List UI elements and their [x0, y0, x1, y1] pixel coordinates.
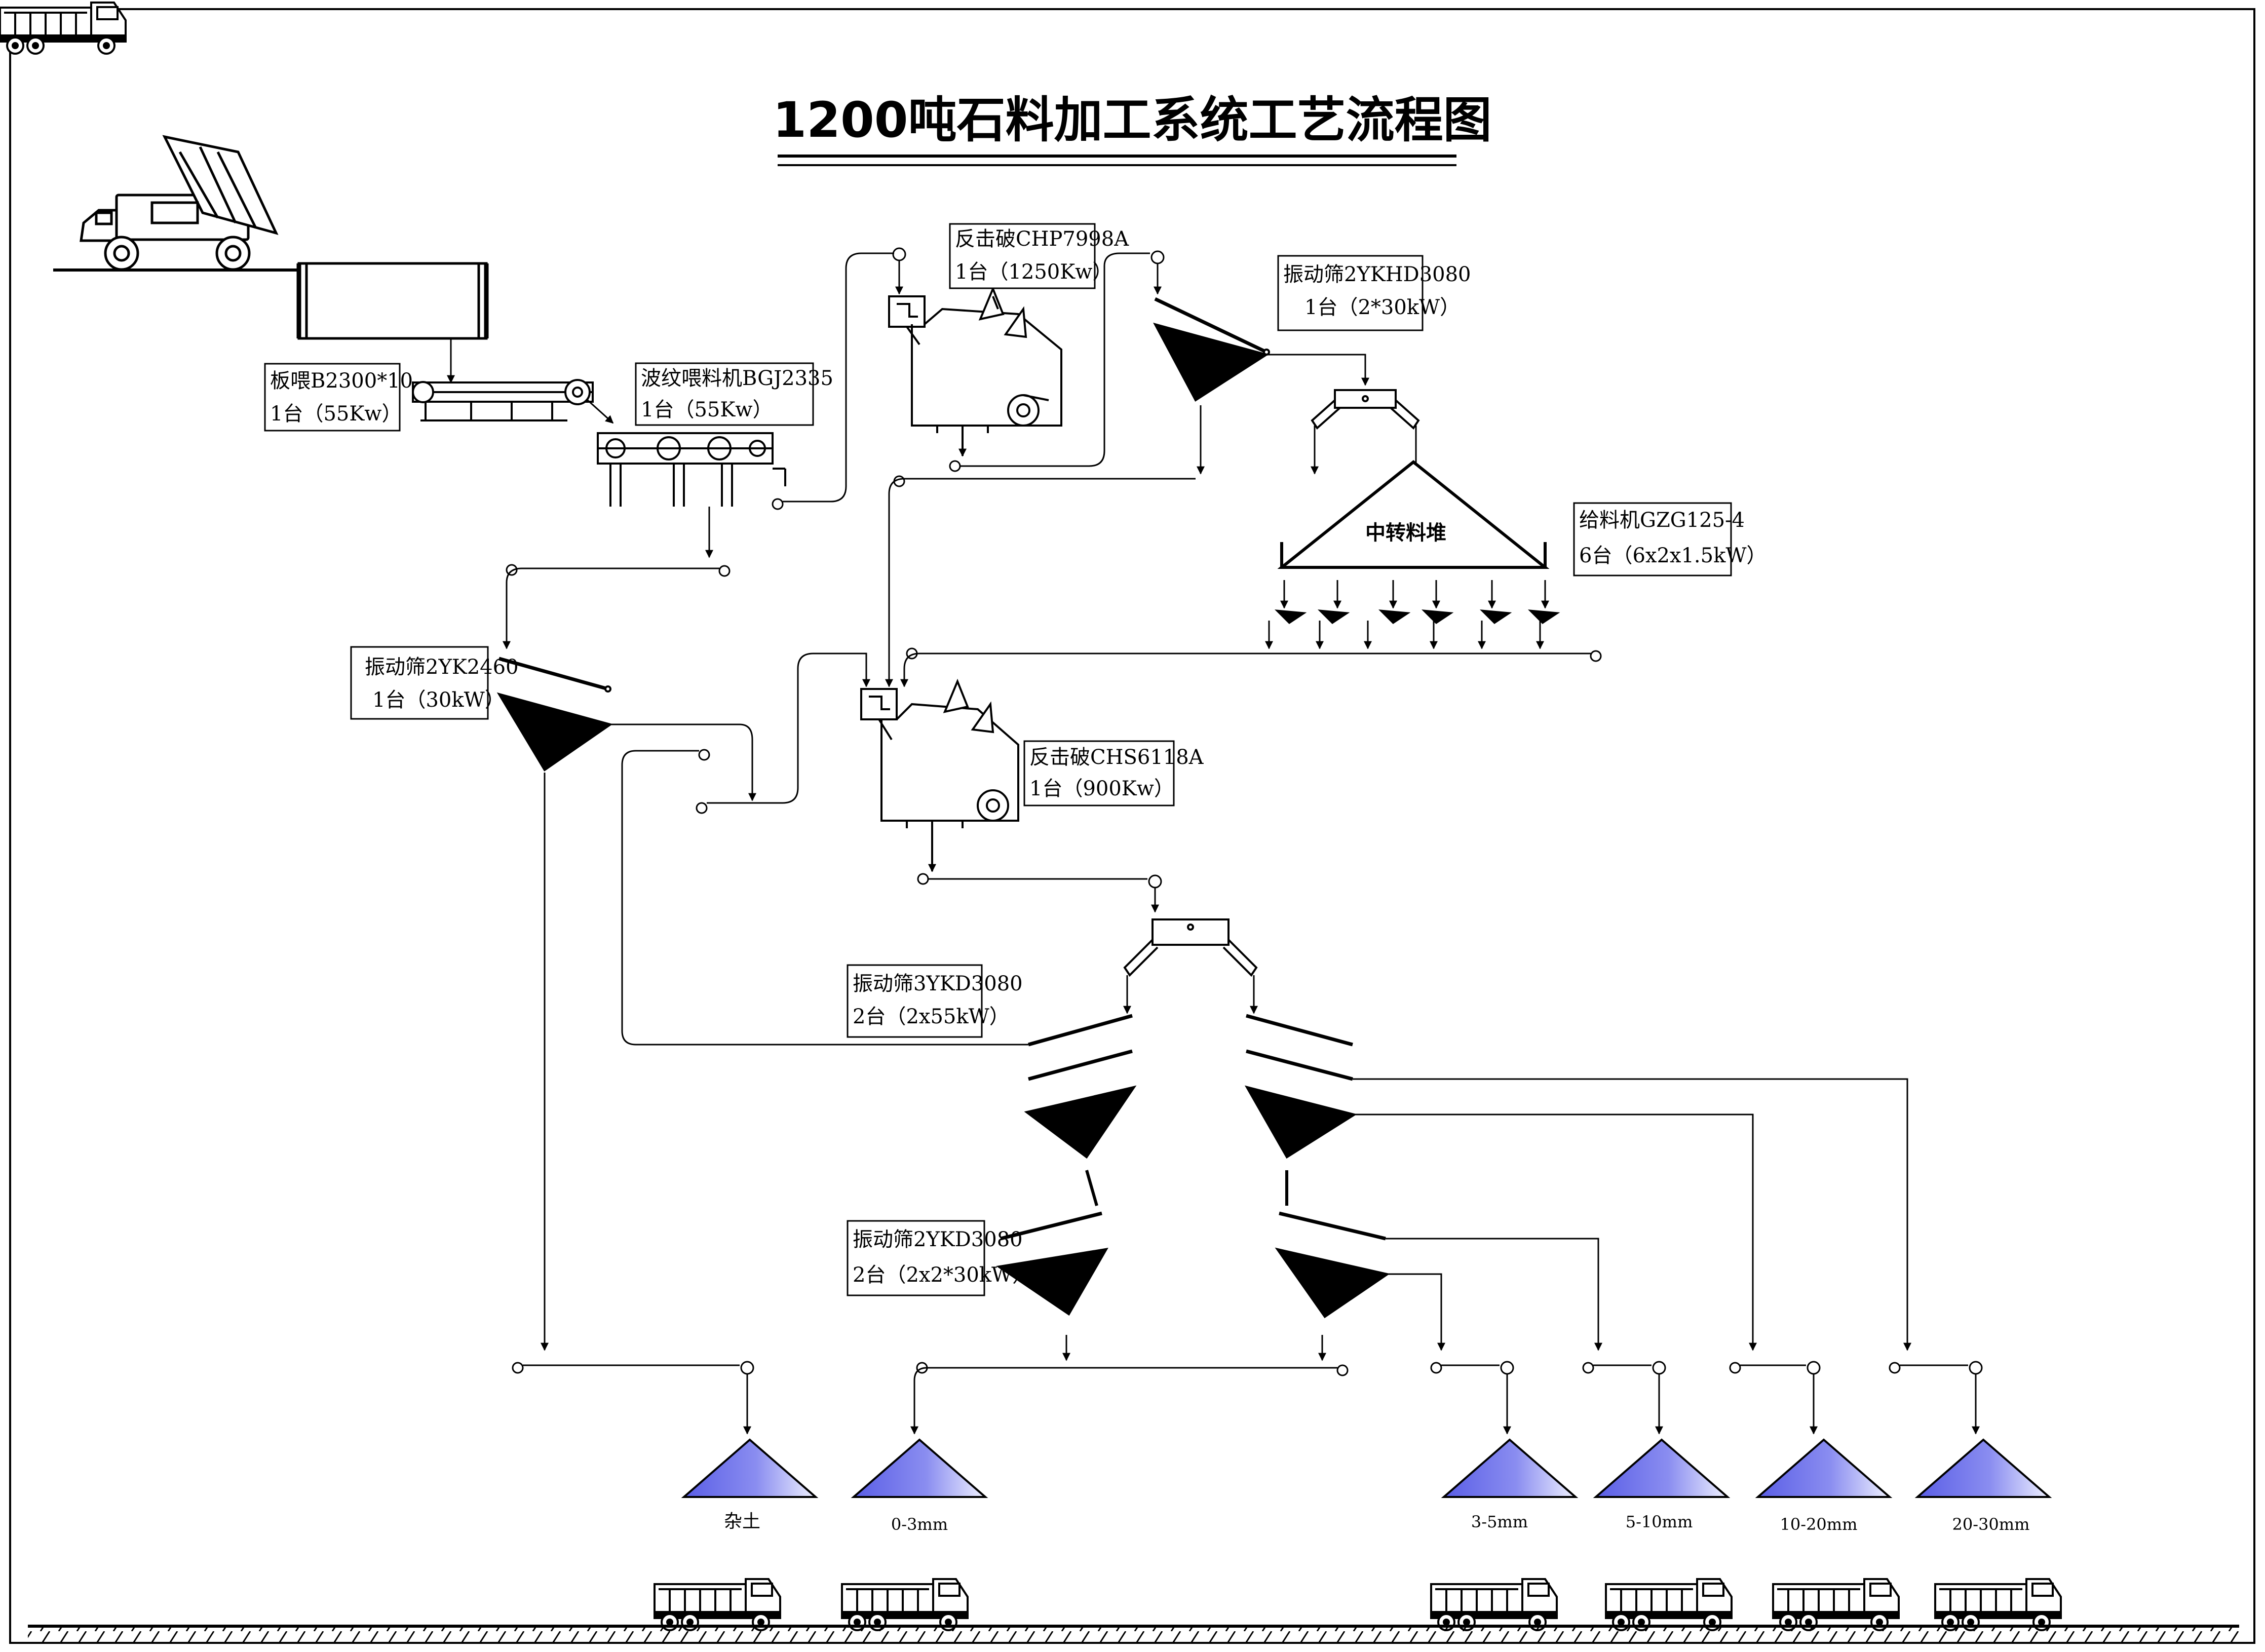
product-label-3-5: 3-5mm: [1471, 1512, 1528, 1531]
product-label-10-20: 10-20mm: [1780, 1515, 1858, 1534]
plate-feeder-spec: 1台（55Kw）: [270, 402, 402, 426]
conveyor-icon: [512, 1361, 1983, 1435]
split-chute: [1123, 918, 1258, 1014]
screen-icon: [496, 657, 613, 772]
screen-icon: [1000, 1211, 1386, 1241]
feeder-gzg-spec: 6台（6x2x1.5kW）: [1579, 544, 1767, 567]
conveyor-icon: [949, 250, 1165, 472]
screen-3ykd-name: 振动筛3YKD3080: [853, 972, 1023, 995]
product-label-5-10: 5-10mm: [1626, 1512, 1693, 1531]
crusher-icon: [888, 286, 1062, 457]
label-wave-feeder: 波纹喂料机BGJ2335 1台（55Kw）: [635, 362, 833, 426]
screen-hd-name: 振动筛2YKHD3080: [1283, 263, 1471, 286]
stockpile-icon: [681, 1438, 2052, 1498]
feeder-icon: [412, 379, 594, 421]
flow-plate-to-wave: [587, 399, 614, 424]
wave-feeder-name: 波纹喂料机BGJ2335: [641, 367, 833, 390]
wave-feeder-spec: 1台（55Kw）: [641, 398, 773, 421]
crusher2-spec: 1台（900Kw）: [1029, 777, 1174, 800]
haul-truck-icon: [654, 1578, 781, 1631]
crusher-icon: [860, 678, 1019, 872]
haul-truck-icon: [841, 1578, 969, 1631]
ground-hatch: [28, 1628, 2239, 1642]
flow-screen-hd-to-split: [1266, 354, 1369, 386]
plate-feeder-name: 板喂B2300*10: [270, 369, 413, 393]
intermediate-pile-label: 中转料堆: [1365, 521, 1446, 545]
screen-icon: [1024, 1085, 1357, 1159]
hopper-icon: [296, 262, 489, 340]
conveyor-icon: [503, 564, 731, 649]
screen-icon: [996, 1247, 1390, 1319]
dump-truck-icon: [80, 135, 279, 271]
conveyor-icon: [696, 652, 870, 814]
feeder-gzg-name: 给料机GZG125-4: [1579, 509, 1745, 532]
flow-3-5: [1388, 1273, 1445, 1351]
conveyor-icon: [917, 873, 1162, 913]
haul-truck-icon: [1430, 1578, 1558, 1631]
label-screen-hd: 振动筛2YKHD3080 1台（2*30kW）: [1277, 255, 1471, 331]
haul-truck-icon: [1605, 1578, 1733, 1631]
flow-screen-2yk-oversize: [610, 723, 756, 801]
label-feeder-gzg: 给料机GZG125-4 6台（6x2x1.5kW）: [1573, 502, 1767, 577]
haul-truck-icon: [0, 2, 127, 55]
label-crusher2: 反击破CHS6118A 1台（900Kw）: [1023, 740, 1204, 806]
screen-2yk-spec: 1台（30kW）: [372, 688, 505, 712]
flow-20-30: [1353, 1078, 1911, 1351]
screen-hd-spec: 1台（2*30kW）: [1304, 296, 1460, 319]
label-plate-feeder: 板喂B2300*10 1台（55Kw）: [264, 363, 413, 432]
feeder-group: [1265, 580, 1560, 649]
conveyor-icon: [772, 247, 906, 510]
product-label-soil: 杂土: [724, 1511, 760, 1532]
haul-truck-icon: [1934, 1578, 2062, 1631]
product-label-0-3: 0-3mm: [891, 1515, 948, 1534]
split-chute: [1311, 389, 1420, 475]
label-crusher1: 反击破CHP7998A 1台（1250Kw）: [949, 223, 1129, 289]
label-screen-3ykd: 振动筛3YKD3080 2台（2x55kW）: [847, 964, 1023, 1038]
drawing-frame: [9, 8, 2255, 1644]
conveyor-icon: [900, 647, 1602, 687]
screen-3ykd-spec: 2台（2x55kW）: [853, 1005, 1010, 1028]
screen-2ykd-name: 振动筛2YKD3080: [853, 1228, 1023, 1251]
label-screen-2ykd: 振动筛2YKD3080 2台（2x2*30kW）: [847, 1220, 1032, 1296]
flow-3ykd-a-down: [1085, 1170, 1098, 1206]
flow-10-20: [1355, 1113, 1757, 1351]
crusher2-name: 反击破CHS6118A: [1029, 746, 1204, 769]
label-screen-2yk: 振动筛2YK2460 1台（30kW）: [350, 646, 519, 720]
screen-icon: [1028, 1014, 1353, 1081]
diagram-title: 1200吨石料加工系统工艺流程图: [773, 92, 1491, 148]
feeder-icon: [597, 432, 786, 507]
product-label-20-30: 20-30mm: [1952, 1515, 2030, 1534]
crusher1-spec: 1台（1250Kw）: [955, 260, 1112, 284]
stockpile-icon: [1277, 460, 1550, 569]
screen-2yk-name: 振动筛2YK2460: [365, 656, 519, 679]
screen-icon: [1153, 297, 1270, 402]
haul-truck-icon: [1772, 1578, 1900, 1631]
screen-2ykd-spec: 2台（2x2*30kW）: [853, 1263, 1032, 1287]
flow-5-10: [1386, 1238, 1602, 1351]
conveyor-icon: [885, 475, 1196, 687]
crusher1-name: 反击破CHP7998A: [955, 227, 1129, 251]
conveyor-icon: [621, 749, 1028, 1046]
